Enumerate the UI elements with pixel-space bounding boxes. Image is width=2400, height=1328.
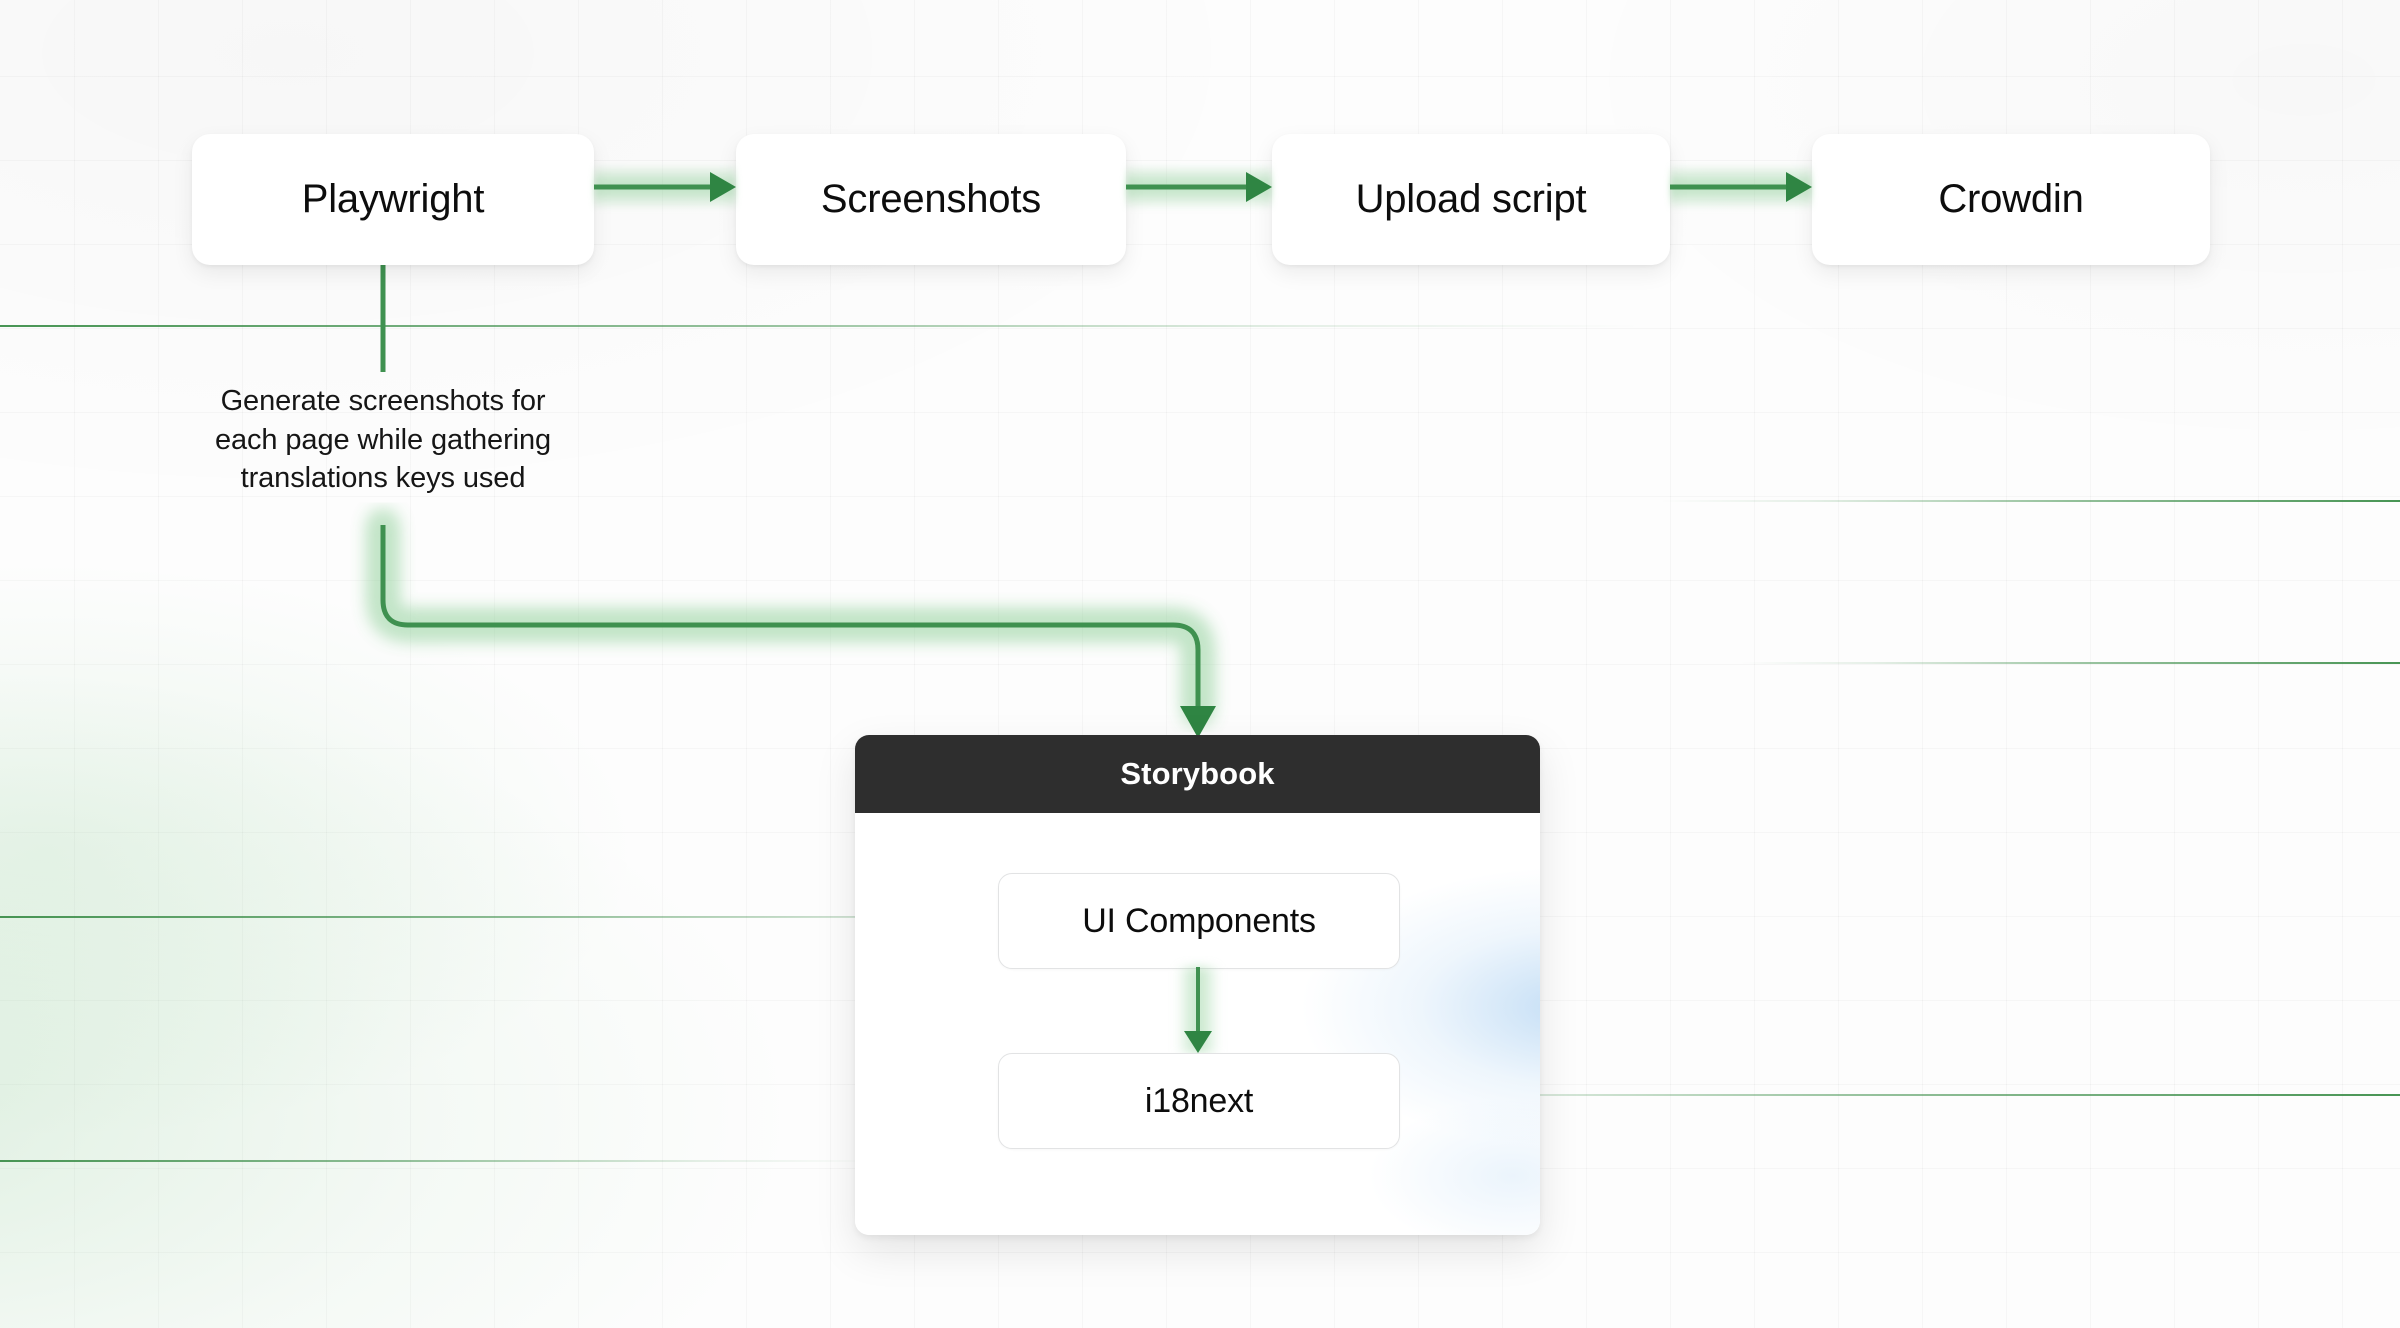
flow-node-label: Upload script [1355,177,1587,221]
arrow-head-icon [1246,172,1272,202]
arrow-shaft [1196,967,1200,1033]
connector-arrowhead [1180,706,1216,738]
caption-line: each page while gathering [214,423,552,456]
flow-node-crowdin[interactable]: Crowdin [1812,134,2210,265]
scanline-left-1 [0,325,1640,327]
arrow-shaft [1670,184,1792,190]
scanline-left-3 [0,1160,880,1162]
arrow-shaft [1126,184,1252,190]
flow-node-upload-script[interactable]: Upload script [1272,134,1670,265]
storybook-panel-title: Storybook [1120,756,1275,791]
sub-node-i18next[interactable]: i18next [998,1053,1400,1149]
connector-segment-lower [370,512,1216,738]
storybook-panel-header: Storybook [855,735,1540,813]
sub-node-ui-components[interactable]: UI Components [998,873,1400,969]
arrow-head-icon [710,172,736,202]
playwright-caption: Generate screenshots for each page while… [150,382,616,498]
arrow-ui-components-to-i18next [1176,967,1220,1053]
sub-node-label: i18next [1144,1081,1254,1120]
arrow-playwright-to-screenshots [594,164,736,210]
flow-node-label: Screenshots [820,177,1042,221]
arrow-head-icon [1786,172,1812,202]
arrow-screenshots-to-upload-script [1126,164,1272,210]
flow-node-label: Playwright [301,177,485,221]
flow-node-label: Crowdin [1938,177,2084,221]
caption-line: Generate screenshots for [220,385,546,417]
arrow-head-icon [1184,1031,1212,1053]
scanline-right-2 [1740,662,2400,664]
arrow-shaft [594,184,716,190]
caption-line: translations keys used [240,462,526,495]
scanline-right-1 [1660,500,2400,502]
arrow-upload-script-to-crowdin [1670,164,1812,210]
flow-node-playwright[interactable]: Playwright [192,134,594,265]
sub-node-label: UI Components [1082,901,1316,940]
flow-node-screenshots[interactable]: Screenshots [736,134,1126,265]
